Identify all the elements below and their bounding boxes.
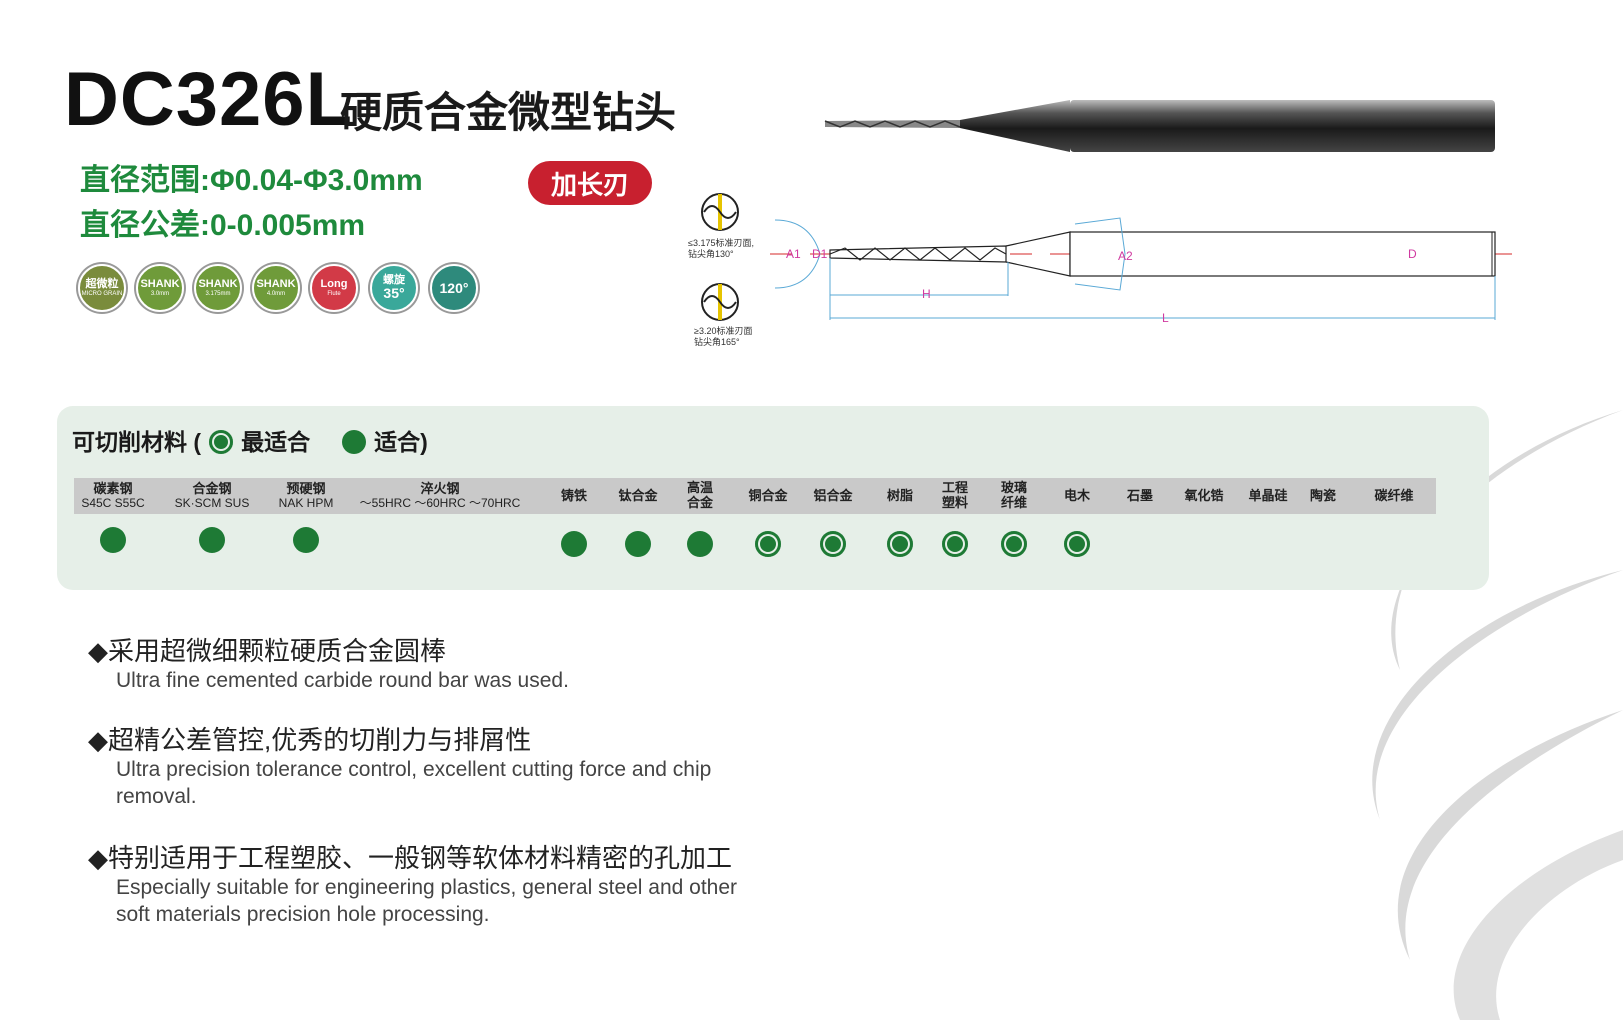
material-column-header: 铜合金 bbox=[748, 487, 788, 503]
tip-detail-icon-2 bbox=[701, 283, 739, 321]
best-fit-marker bbox=[1001, 531, 1027, 557]
best-fit-marker bbox=[755, 531, 781, 557]
material-column-header: 钛合金 bbox=[618, 487, 658, 503]
material-column-header: 碳纤维 bbox=[1374, 487, 1414, 503]
drill-photo bbox=[824, 100, 1495, 152]
material-column-header: 铝合金 bbox=[813, 487, 853, 503]
tip-note-2: ≥3.20标准刃面钻尖角165° bbox=[694, 326, 753, 347]
material-column-header: 石墨 bbox=[1126, 487, 1153, 503]
best-fit-marker bbox=[887, 531, 913, 557]
label-a2: A2 bbox=[1118, 249, 1133, 263]
best-fit-marker bbox=[1064, 531, 1090, 557]
material-column-header: 高温合金 bbox=[686, 480, 713, 510]
suitable-marker bbox=[561, 531, 587, 557]
best-fit-marker bbox=[942, 531, 968, 557]
material-column-header: 工程塑料 bbox=[941, 480, 968, 510]
diameter-tolerance: 直径公差:0-0.005mm bbox=[80, 209, 366, 242]
best-fit-marker bbox=[820, 531, 846, 557]
best-fit-legend-icon bbox=[209, 430, 234, 454]
material-column-header: 氧化锆 bbox=[1184, 487, 1224, 503]
suitable-marker bbox=[199, 527, 225, 553]
product-model: DC326L bbox=[64, 57, 353, 142]
suitable-marker bbox=[625, 531, 651, 557]
tip-note-1: ≤3.175标准刃面,钻尖角130° bbox=[688, 238, 754, 259]
suitable-marker bbox=[687, 531, 713, 557]
material-column-header: 树脂 bbox=[886, 487, 913, 503]
material-column-header: 淬火钢～55HRC ～60HRC ～70HRC bbox=[359, 480, 521, 510]
label-l: L bbox=[1162, 311, 1169, 325]
point-angle-120-icon: 120° bbox=[430, 264, 478, 312]
suitable-legend-icon bbox=[342, 430, 367, 454]
diameter-range: 直径范围:Φ0.04-Φ3.0mm bbox=[80, 164, 423, 197]
feature-bullet: ◆特别适用于工程塑胶、一般钢等软体材料精密的孔加工 Especially sui… bbox=[88, 843, 738, 927]
decorative-swoosh bbox=[1372, 410, 1623, 1020]
label-h: H bbox=[922, 287, 931, 301]
long-flute-badge: 加长刃 bbox=[528, 161, 652, 205]
tip-detail-icon-1 bbox=[701, 193, 739, 231]
label-d1: D1 bbox=[812, 247, 828, 261]
label-a1: A1 bbox=[786, 247, 801, 261]
feature-bullet: ◆采用超微细颗粒硬质合金圆棒 Ultra fine cemented carbi… bbox=[88, 636, 569, 693]
suitable-marker bbox=[100, 527, 126, 553]
material-column-header: 陶瓷 bbox=[1309, 487, 1336, 503]
material-column-header: 铸铁 bbox=[560, 487, 587, 503]
suitable-marker bbox=[293, 527, 319, 553]
product-subtitle: 硬质合金微型钻头 bbox=[340, 89, 677, 136]
label-d: D bbox=[1408, 247, 1417, 261]
feature-bullet: ◆超精公差管控,优秀的切削力与排屑性 Ultra precision toler… bbox=[88, 725, 712, 809]
material-column-header: 电木 bbox=[1063, 487, 1090, 503]
material-column-header: 单晶硅 bbox=[1248, 487, 1288, 503]
technical-drawing: A1 D1 A2 D H L bbox=[701, 193, 1520, 325]
material-column-header: 玻璃纤维 bbox=[1000, 480, 1027, 510]
materials-title: 可切削材料 ( 最适合 适合) bbox=[72, 428, 428, 455]
